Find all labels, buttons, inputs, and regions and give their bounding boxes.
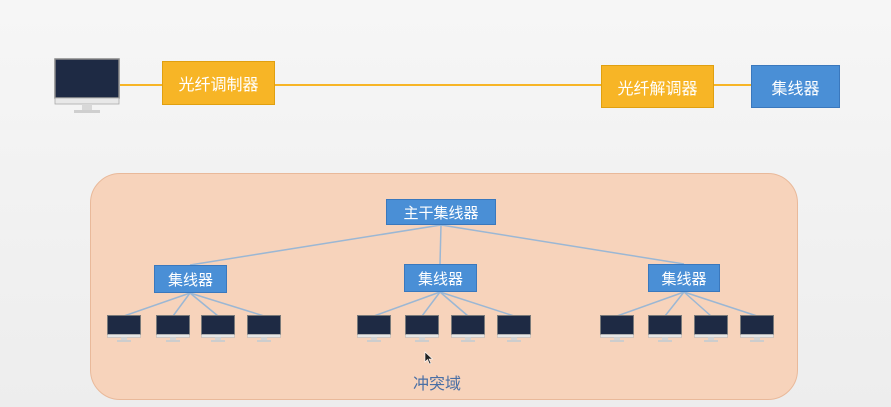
top-hub: 集线器 <box>751 65 840 108</box>
hub-right-label: 集线器 <box>661 269 707 288</box>
hub-left: 集线器 <box>154 265 227 293</box>
hub-link <box>616 291 685 317</box>
computer-icon <box>156 315 190 347</box>
hub-middle: 集线器 <box>404 264 477 292</box>
computer-icon <box>600 315 634 347</box>
hub-middle-label: 集线器 <box>417 269 463 288</box>
fiber-modulator: 光纤调制器 <box>162 61 275 105</box>
computer-icon <box>451 315 485 347</box>
computer-icon <box>740 315 774 347</box>
hub-link <box>189 292 219 317</box>
hub-link <box>683 291 712 317</box>
fiber-demodulator-label: 光纤解调器 <box>617 78 698 98</box>
computer-icon <box>247 315 281 347</box>
backbone-link <box>189 224 442 266</box>
computer-icon <box>648 315 682 347</box>
fiber-modulator-label: 光纤调制器 <box>178 75 259 94</box>
hub-link <box>373 291 441 317</box>
computer-icon <box>201 315 235 347</box>
backbone-hub-label: 主干集线器 <box>403 203 479 222</box>
computer-icon <box>694 315 728 347</box>
computer-icon <box>405 315 439 347</box>
collision-domain-label: 冲突域 <box>413 374 462 393</box>
hub-link <box>683 291 758 317</box>
computer-icon <box>107 315 141 347</box>
fiber-demodulator: 光纤解调器 <box>601 65 714 108</box>
mouse-cursor-icon <box>424 351 434 365</box>
backbone-hub: 主干集线器 <box>386 199 496 225</box>
hub-link <box>421 291 441 317</box>
hub-link <box>664 291 685 317</box>
hub-right: 集线器 <box>648 264 720 292</box>
hub-link <box>439 291 515 317</box>
computer-icon <box>357 315 391 347</box>
top-hub-label: 集线器 <box>771 78 820 98</box>
computer-icon <box>54 58 120 114</box>
hub-link <box>439 291 469 317</box>
hub-link <box>172 292 191 317</box>
backbone-link <box>440 224 685 265</box>
hub-link <box>123 292 191 317</box>
computer-icon <box>497 315 531 347</box>
hub-left-label: 集线器 <box>167 270 213 289</box>
hub-link <box>189 292 265 317</box>
backbone-link <box>439 224 442 265</box>
